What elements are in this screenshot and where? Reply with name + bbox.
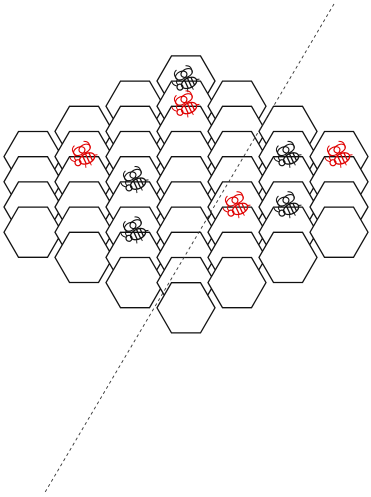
hex-board [0,0,371,497]
